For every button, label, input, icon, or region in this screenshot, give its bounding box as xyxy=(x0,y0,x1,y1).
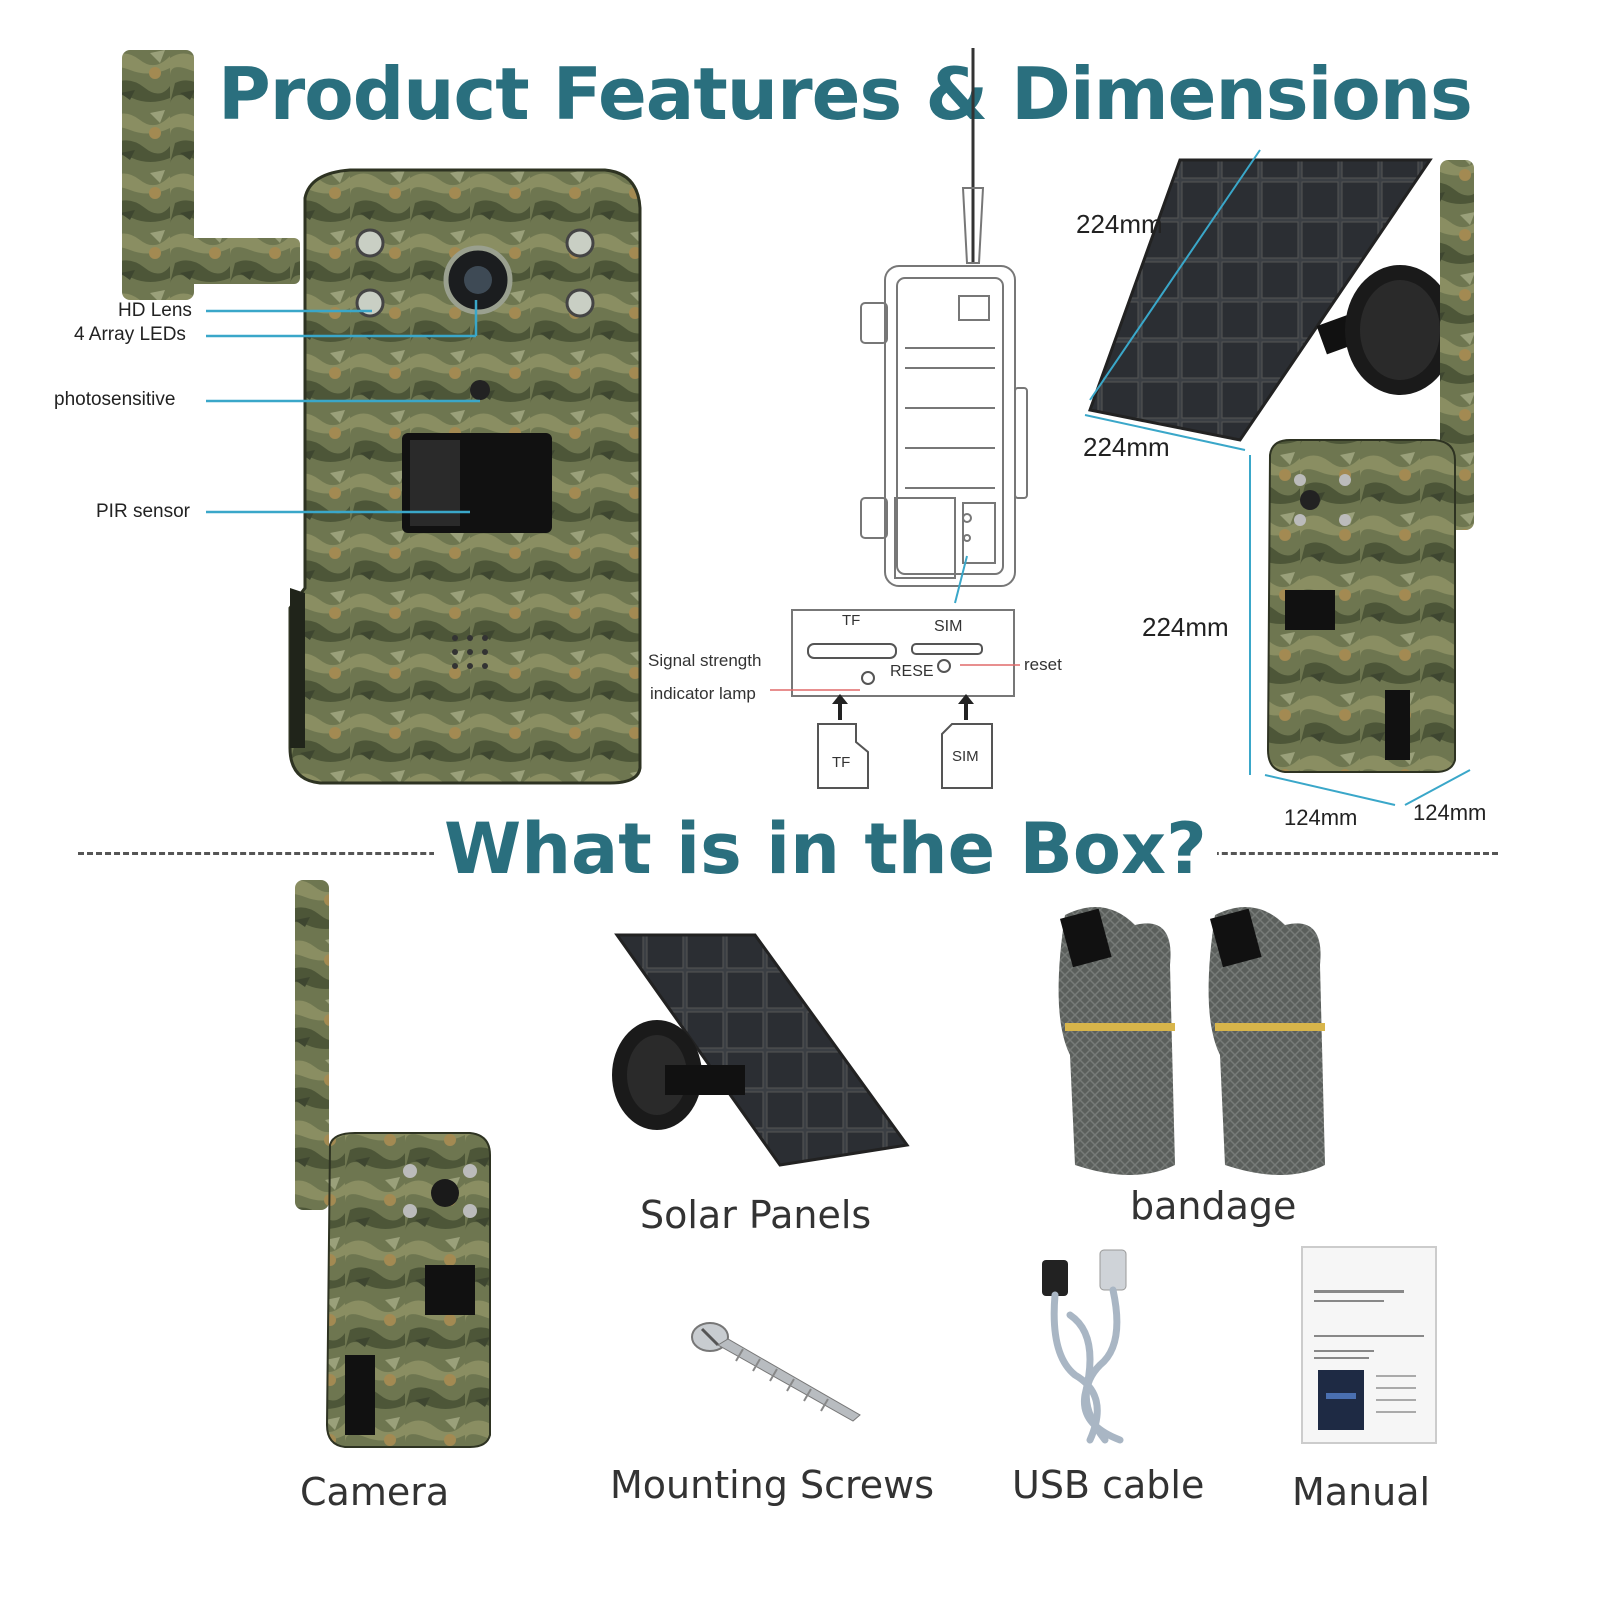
tf-card-icon xyxy=(817,723,869,789)
box-manual-image xyxy=(1300,1245,1440,1445)
camera-front-image xyxy=(110,48,650,788)
sim-card-icon xyxy=(941,723,993,789)
slot-tf-label: TF xyxy=(842,612,861,629)
box-title: What is in the Box? xyxy=(434,808,1217,890)
camera-dimension-image xyxy=(1240,150,1490,810)
camera-depth-dimension: 124mm xyxy=(1413,800,1487,825)
sim-card-label: SIM xyxy=(952,748,979,765)
slot-sim-label: SIM xyxy=(934,618,963,635)
camera-width-dimension: 124mm xyxy=(1284,805,1358,830)
panel-top-dimension: 224mm xyxy=(1076,209,1163,239)
tf-card-label: TF xyxy=(832,754,851,771)
solar-panel-dimension-image xyxy=(1060,140,1480,460)
features-title: Product Features & Dimensions xyxy=(218,52,1473,136)
slot-reset-label: RESE xyxy=(890,663,934,680)
box-camera-label: Camera xyxy=(300,1470,450,1514)
box-solar-panel-label: Solar Panels xyxy=(640,1193,872,1237)
slot-pointer-lines xyxy=(770,664,1020,720)
box-manual-label: Manual xyxy=(1292,1470,1431,1514)
signal-label-line1: Signal strength xyxy=(648,651,762,670)
callout-photosensitive: photosensitive xyxy=(54,389,176,410)
box-screw-image xyxy=(688,1315,868,1425)
box-camera-image xyxy=(285,875,500,1455)
callout-array-leds: 4 Array LEDs xyxy=(74,324,186,345)
signal-label-line2: indicator lamp xyxy=(650,684,756,703)
camera-height-dimension: 224mm xyxy=(1142,612,1229,642)
box-bandage-image xyxy=(1045,895,1335,1185)
box-usb-cable-image xyxy=(1030,1245,1150,1450)
callout-lines xyxy=(206,300,480,514)
box-bandage-label: bandage xyxy=(1130,1184,1297,1228)
box-solar-panel-image xyxy=(605,930,915,1170)
box-screw-label: Mounting Screws xyxy=(610,1463,935,1507)
slot-panel xyxy=(790,608,1020,698)
callout-hd-lens: HD Lens xyxy=(118,300,192,321)
box-usb-cable-label: USB cable xyxy=(1012,1463,1205,1507)
reset-label: reset xyxy=(1024,655,1062,674)
panel-bottom-dimension: 224mm xyxy=(1083,432,1170,462)
camera-side-diagram xyxy=(855,48,1035,608)
callout-pir-sensor: PIR sensor xyxy=(96,501,190,522)
